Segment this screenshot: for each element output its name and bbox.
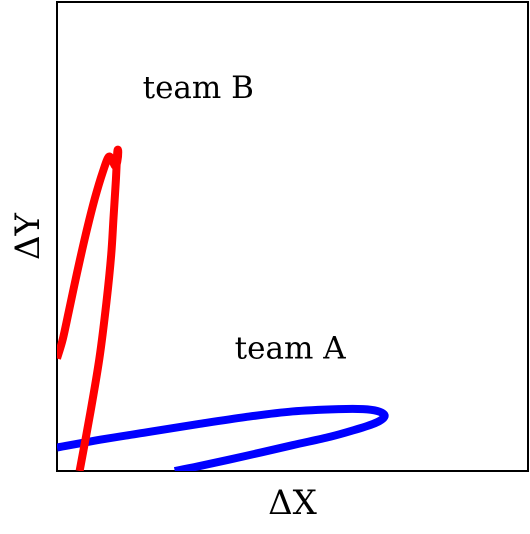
annotation-team-a: team A: [235, 330, 347, 366]
series-line-team-b: [57, 145, 123, 471]
x-axis-label: ΔX: [268, 483, 318, 523]
y-axis-label: ΔY: [8, 212, 48, 260]
annotation-layer: team B team A: [143, 70, 347, 366]
series-line-team-a: [57, 404, 389, 471]
annotation-team-b: team B: [143, 70, 254, 106]
series-layer: [57, 145, 389, 471]
plot-frame: [56, 1, 529, 472]
